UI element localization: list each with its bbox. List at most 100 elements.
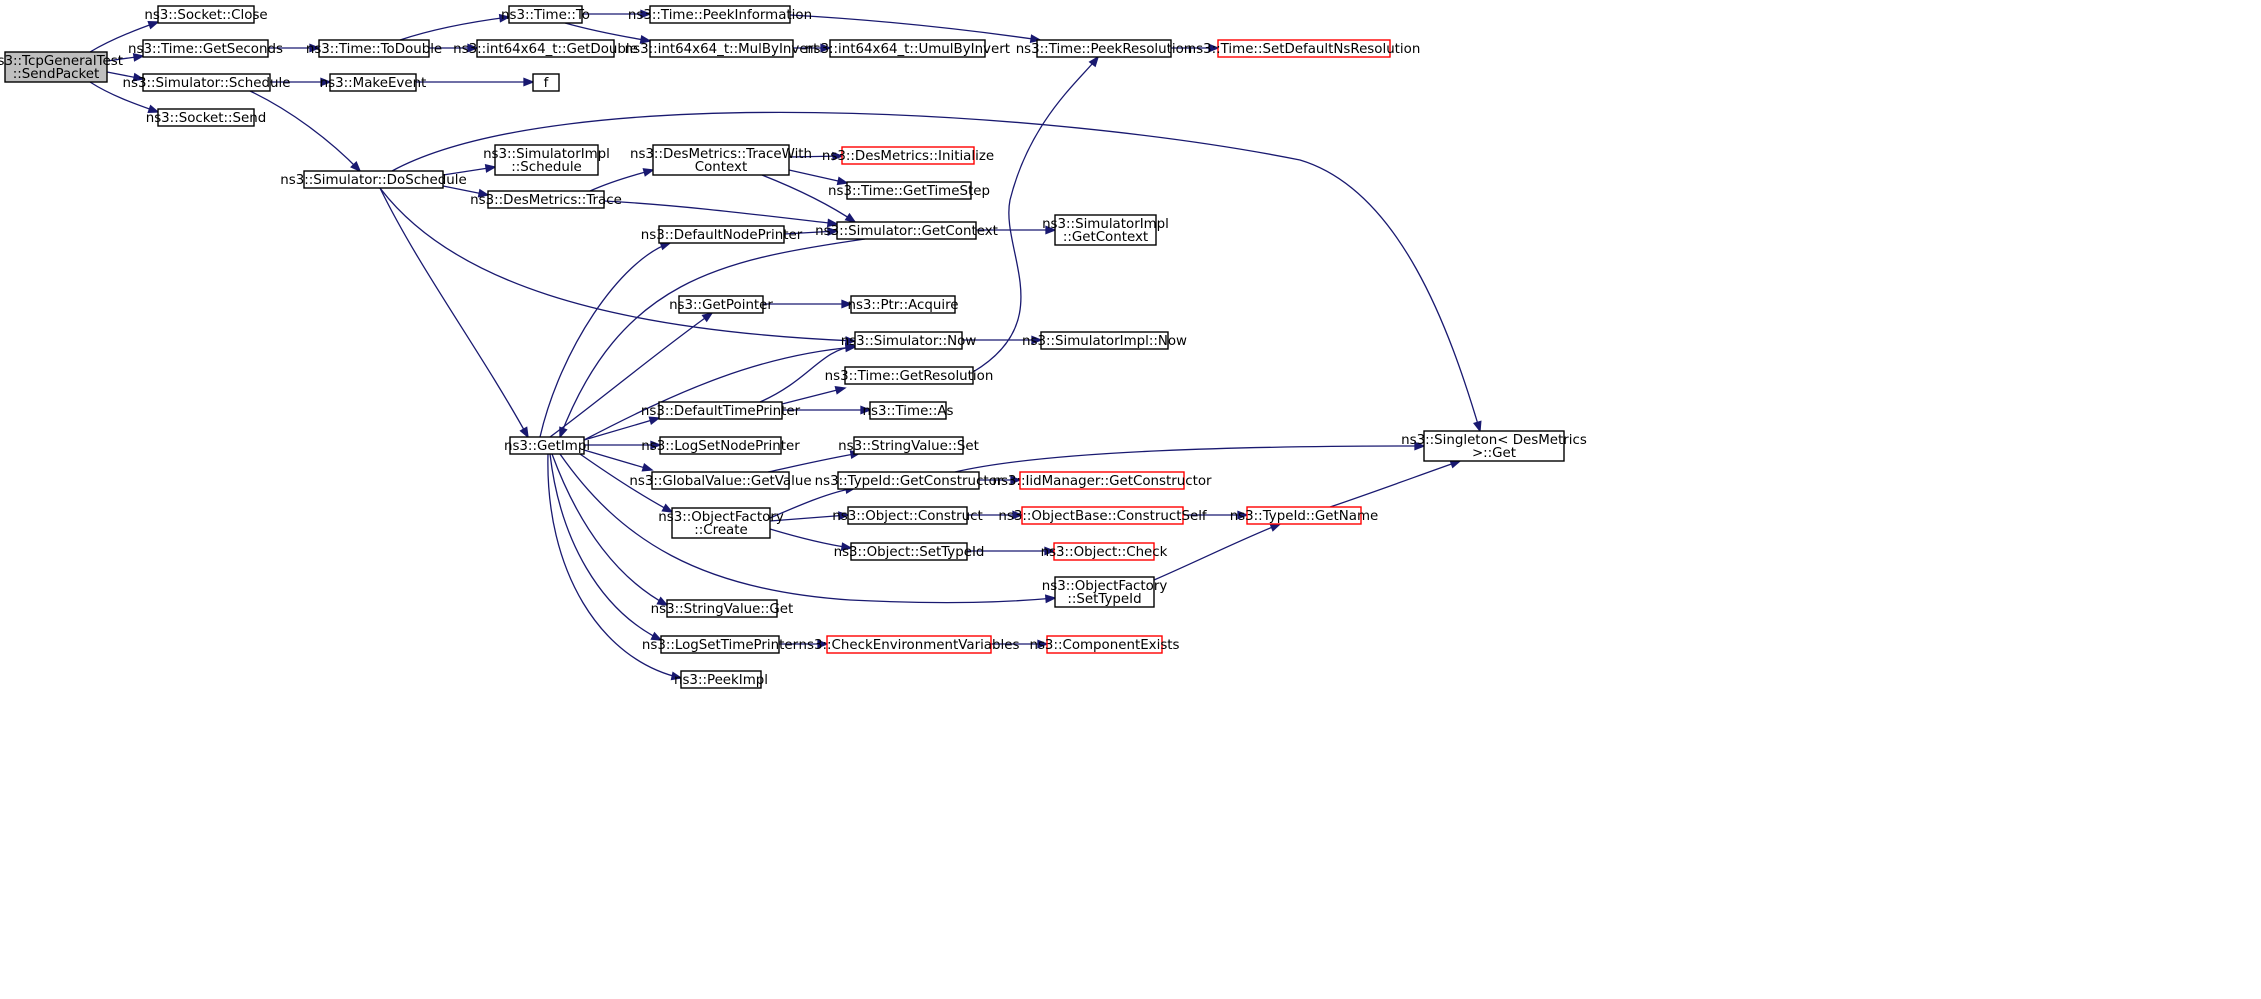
arrowhead (827, 227, 839, 236)
edge-objFactCreate-to-objSetTypeId (769, 528, 853, 552)
node-intGetDouble[interactable]: ns3::int64x64_t::GetDouble (453, 39, 638, 58)
edge-line (249, 90, 361, 172)
edge-root-to-getSeconds (106, 52, 145, 62)
node-box (853, 436, 964, 455)
arrowhead (834, 386, 847, 395)
node-timeTo[interactable]: ns3::Time::To (501, 5, 590, 24)
node-checkEnvVars[interactable]: ns3::CheckEnvironmentVariables (799, 635, 1020, 654)
edge-root-to-sockSend (89, 81, 160, 113)
node-setDefaultNs[interactable]: ns3::Time::SetDefaultNsResolution (1188, 39, 1421, 58)
node-label: ns3::DefaultNodePrinter (641, 228, 803, 243)
edge-getImpl-to-simNow (583, 343, 857, 441)
node-timeAs[interactable]: ns3::Time::As (863, 401, 954, 420)
arrowhead (641, 463, 654, 472)
node-peekInfo[interactable]: ns3::Time::PeekInformation (628, 5, 812, 24)
node-logSetTime[interactable]: ns3::LogSetTimePrinter (642, 635, 799, 654)
node-objFactSetTypeId[interactable]: ns3::ObjectFactory::SetTypeId (1042, 576, 1168, 608)
node-implSchedule[interactable]: ns3::SimulatorImpl::Schedule (483, 144, 610, 176)
edge-getImpl-to-logSetTime (549, 453, 663, 641)
node-mulByInvert[interactable]: ns3::int64x64_t::MulByInvert (625, 39, 819, 58)
node-defTimePrinter[interactable]: ns3::DefaultTimePrinter (641, 401, 801, 420)
node-objBaseConstructSelf[interactable]: ns3::ObjectBase::ConstructSelf (998, 506, 1207, 525)
node-label: ns3::DefaultTimePrinter (641, 404, 801, 419)
node-getResolution[interactable]: ns3::Time::GetResolution (825, 366, 994, 385)
node-simNow[interactable]: ns3::Simulator::Now (841, 331, 977, 350)
node-getPointer[interactable]: ns3::GetPointer (669, 295, 773, 314)
node-sockClose[interactable]: ns3::Socket::Close (144, 5, 268, 24)
node-singletonGet[interactable]: ns3::Singleton< DesMetrics >::Get (1401, 430, 1587, 462)
node-label: ns3::SimulatorImpl (1042, 217, 1169, 232)
node-box (854, 331, 963, 350)
node-label: ns3::DesMetrics::Initialize (822, 149, 994, 164)
node-box (494, 144, 599, 176)
node-peekRes[interactable]: ns3::Time::PeekResolution (1016, 39, 1193, 58)
node-box (1423, 430, 1565, 462)
edge-simGetContext-to-implGetContext (976, 225, 1057, 235)
edge-doSchedule-to-getImpl (379, 187, 529, 439)
node-objCheck[interactable]: ns3::Object::Check (1041, 542, 1168, 561)
node-typeGetCtor[interactable]: ns3::TypeId::GetConstructor (815, 471, 1003, 490)
node-getTimeStep[interactable]: ns3::Time::GetTimeStep (828, 181, 990, 200)
node-desTrace[interactable]: ns3::DesMetrics::Trace (470, 190, 622, 209)
node-makeEvent[interactable]: ns3::MakeEvent (320, 73, 427, 92)
node-box (329, 73, 417, 92)
edge-traceWithCtx-to-simGetContext (761, 174, 857, 224)
arrowhead (844, 343, 857, 353)
node-iidGetCtor[interactable]: ns3::IidManager::GetConstructor (992, 471, 1212, 490)
node-box (847, 506, 968, 525)
edge-getImpl-to-peekImpl (547, 453, 683, 681)
node-box (836, 221, 977, 240)
edge-defNodePrinter-to-simGetContext (783, 227, 839, 236)
node-getImpl[interactable]: ns3::GetImpl (504, 436, 590, 455)
node-label: ::GetContext (1063, 230, 1148, 245)
node-toDouble[interactable]: ns3::Time::ToDouble (306, 39, 442, 58)
node-peekImpl[interactable]: ns3::PeekImpl (674, 670, 768, 689)
node-typeGetName[interactable]: ns3::TypeId::GetName (1230, 506, 1379, 525)
node-ptrAcquire[interactable]: ns3::Ptr::Acquire (847, 295, 959, 314)
node-globalGetValue[interactable]: ns3::GlobalValue::GetValue (629, 471, 812, 490)
edge-simSchedule-to-doSchedule (249, 90, 362, 173)
edge-mulByInvert-to-umulByInvert (793, 43, 832, 53)
arrowhead (1044, 594, 1057, 604)
edge-getSeconds-to-toDouble (268, 43, 321, 53)
arrowhead (1473, 420, 1482, 433)
edge-desTrace-to-traceWithCtx (589, 168, 655, 192)
arrowhead (670, 671, 683, 681)
edge-simNow-to-implNow (962, 335, 1043, 345)
node-componentExists[interactable]: ns3::ComponentExists (1029, 635, 1180, 654)
edge-getPointer-to-ptrAcquire (763, 299, 853, 309)
node-sockSend[interactable]: ns3::Socket::Send (146, 108, 267, 127)
node-strValGet[interactable]: ns3::StringValue::Get (651, 599, 794, 618)
edge-line (1329, 460, 1461, 508)
node-umulByInvert[interactable]: ns3::int64x64_t::UmulByInvert (805, 39, 1010, 58)
node-implGetContext[interactable]: ns3::SimulatorImpl::GetContext (1042, 214, 1169, 246)
node-simSchedule[interactable]: ns3::Simulator::Schedule (123, 73, 291, 92)
node-f[interactable]: f (532, 73, 560, 92)
arrowhead (701, 311, 714, 323)
node-label: ns3::int64x64_t::MulByInvert (625, 42, 819, 57)
node-implNow[interactable]: ns3::SimulatorImpl::Now (1022, 331, 1187, 350)
edge-line (767, 452, 861, 473)
node-root[interactable]: ns3::TcpGeneralTest::SendPacket (0, 51, 123, 83)
edge-line (559, 453, 1056, 604)
node-getSeconds[interactable]: ns3::Time::GetSeconds (128, 39, 283, 58)
node-simGetContext[interactable]: ns3::Simulator::GetContext (815, 221, 998, 240)
node-box (826, 635, 992, 654)
node-desInit[interactable]: ns3::DesMetrics::Initialize (822, 146, 994, 165)
node-strValSet[interactable]: ns3::StringValue::Set (838, 436, 979, 455)
node-defNodePrinter[interactable]: ns3::DefaultNodePrinter (641, 225, 803, 244)
node-objFactCreate[interactable]: ns3::ObjectFactory::Create (658, 507, 784, 539)
node-box (532, 73, 560, 92)
node-doSchedule[interactable]: ns3::Simulator::DoSchedule (280, 170, 467, 189)
edge-globalGetValue-to-strValSet (767, 450, 862, 473)
arrowhead (841, 299, 853, 309)
node-objConstruct[interactable]: ns3::Object::Construct (832, 506, 983, 525)
arrowhead (1031, 335, 1043, 345)
edge-line (954, 445, 1425, 473)
node-logSetNode[interactable]: ns3::LogSetNodePrinter (641, 436, 800, 455)
edge-getImpl-to-objFactCreate (579, 453, 674, 513)
node-box (649, 5, 791, 24)
node-objSetTypeId[interactable]: ns3::Object::SetTypeId (834, 542, 985, 561)
